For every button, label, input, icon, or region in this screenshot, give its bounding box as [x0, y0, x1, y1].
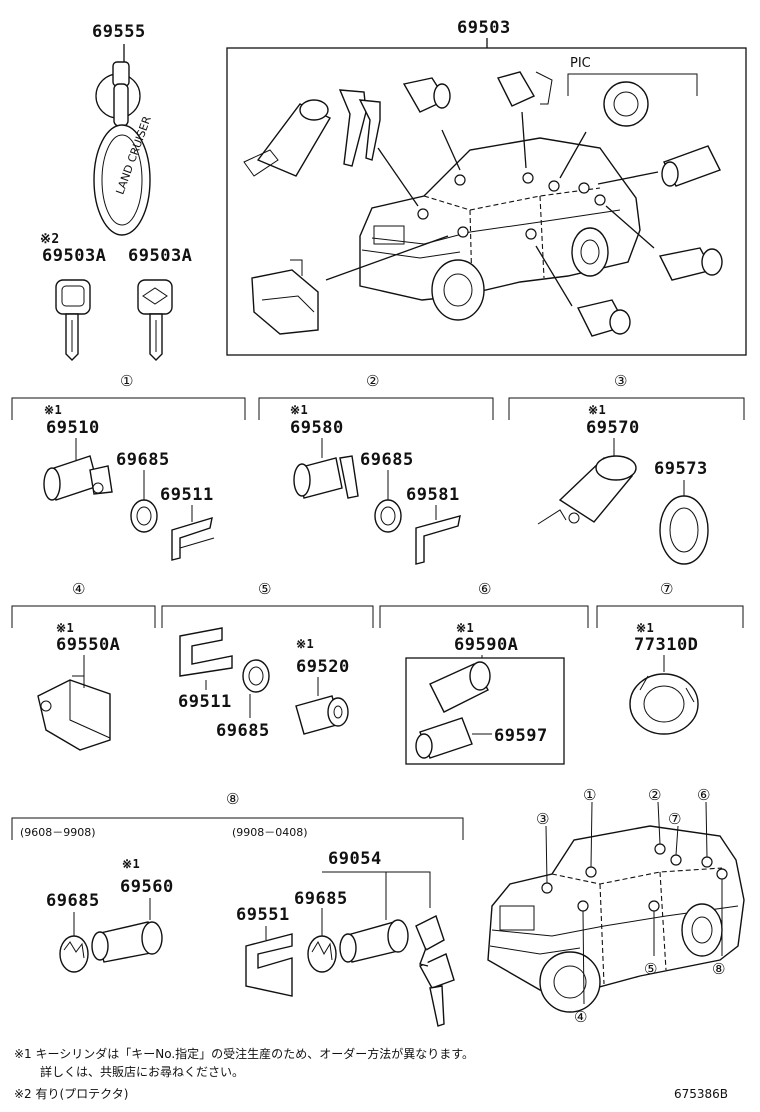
section-label-1: ① — [120, 372, 133, 390]
assembly-vehicle-illustration — [325, 111, 659, 321]
section-label-4: ④ — [72, 580, 85, 598]
pic-label: PIC — [570, 56, 591, 71]
section-label-6: ⑥ — [478, 580, 491, 598]
footnote-line-3: ※2 有り(プロテクタ) — [14, 1087, 128, 1101]
s1-parts-illustration — [43, 438, 215, 561]
part-number-s8b-set: 69054 — [328, 849, 382, 869]
footnote-line-1: ※1 キーシリンダは「キーNo.指定」の受注生産のため、オーダー方法が異なります… — [14, 1046, 474, 1061]
part-number-key-a: 69503A — [42, 246, 106, 266]
section-bracket-2 — [258, 397, 494, 420]
part-number-s8b-clip: 69551 — [236, 905, 290, 925]
note-mark-s7: ※1 — [636, 621, 654, 635]
section-bracket-8 — [11, 817, 464, 840]
note-mark-s1: ※1 — [44, 403, 62, 417]
part-number-s5-clip: 69511 — [178, 692, 232, 712]
part-number-s1-clip: 69511 — [160, 485, 214, 505]
drawing-number: 675386B — [674, 1087, 728, 1101]
section-label-3: ③ — [614, 372, 627, 390]
section-label-2: ② — [366, 372, 379, 390]
locator-label-4: ④ — [574, 1008, 587, 1026]
part-number-s8a-cylinder: 69560 — [120, 877, 174, 897]
part-number-s2-cylinder: 69580 — [290, 418, 344, 438]
pic-bracket — [567, 73, 698, 96]
s8b-parts-illustration — [245, 871, 455, 1027]
locator-label-8: ⑧ — [712, 960, 725, 978]
section-label-5: ⑤ — [258, 580, 271, 598]
locator-label-3: ③ — [536, 810, 549, 828]
s6-frame — [405, 657, 565, 765]
part-number-assembly: 69503 — [457, 18, 511, 38]
note-mark-s3: ※1 — [588, 403, 606, 417]
year-range-a: (9608－9908) — [20, 826, 96, 839]
s6-parts-illustration — [415, 661, 492, 759]
part-number-s1-pad: 69685 — [116, 450, 170, 470]
note-mark-s4: ※1 — [56, 621, 74, 635]
locator-label-1: ① — [583, 786, 596, 804]
part-number-s2-clip: 69581 — [406, 485, 460, 505]
section-bracket-6 — [379, 605, 589, 628]
section-bracket-4 — [11, 605, 156, 628]
section-bracket-5 — [161, 605, 374, 628]
part-number-s6-cylinder: 69597 — [494, 726, 548, 746]
note-mark-s8a: ※1 — [122, 857, 140, 871]
year-range-b: (9908－0408) — [232, 826, 308, 839]
locator-label-7: ⑦ — [668, 810, 681, 828]
assembly-frame — [226, 47, 747, 356]
key-b-illustration — [137, 279, 173, 361]
part-number-s8a-pad: 69685 — [46, 891, 100, 911]
part-number-s1-cylinder: 69510 — [46, 418, 100, 438]
s5-parts-illustration — [179, 627, 349, 735]
locator-label-5: ⑤ — [644, 960, 657, 978]
part-number-s2-pad: 69685 — [360, 450, 414, 470]
locator-label-6: ⑥ — [697, 786, 710, 804]
s8a-parts-illustration — [59, 898, 163, 973]
part-number-s7-cylinder: 77310D — [634, 635, 698, 655]
section-label-7: ⑦ — [660, 580, 673, 598]
s2-parts-illustration — [293, 438, 461, 565]
footnote-line-2: 詳しくは、共販店にお尋ねください。 — [40, 1064, 244, 1079]
note-mark-s2: ※1 — [290, 403, 308, 417]
assembly-parts-illustration — [243, 71, 723, 337]
section-bracket-1 — [11, 397, 246, 420]
part-number-keyring: 69555 — [92, 22, 146, 42]
section-bracket-3 — [508, 397, 745, 420]
note-mark-s5: ※1 — [296, 637, 314, 651]
part-number-key-b: 69503A — [128, 246, 192, 266]
part-number-s5-pad: 69685 — [216, 721, 270, 741]
s7-parts-illustration — [629, 655, 699, 735]
section-bracket-7 — [596, 605, 744, 628]
note-mark-s6: ※1 — [456, 621, 474, 635]
note-mark-key: ※2 — [40, 232, 60, 247]
part-number-s5-cylinder: 69520 — [296, 657, 350, 677]
locator-vehicle-illustration — [487, 801, 745, 1013]
part-number-s4-cylinder: 69550A — [56, 635, 120, 655]
part-number-s6-set: 69590A — [454, 635, 518, 655]
keyring-illustration: LAND CRUISER — [93, 44, 154, 236]
locator-label-2: ② — [648, 786, 661, 804]
key-a-illustration — [55, 279, 91, 361]
part-number-s3-cylinder: 69570 — [586, 418, 640, 438]
section-label-8: ⑧ — [226, 790, 239, 808]
part-number-s3-ring: 69573 — [654, 459, 708, 479]
part-number-s8b-pad: 69685 — [294, 889, 348, 909]
s4-parts-illustration — [37, 655, 111, 751]
s3-parts-illustration — [537, 438, 709, 565]
